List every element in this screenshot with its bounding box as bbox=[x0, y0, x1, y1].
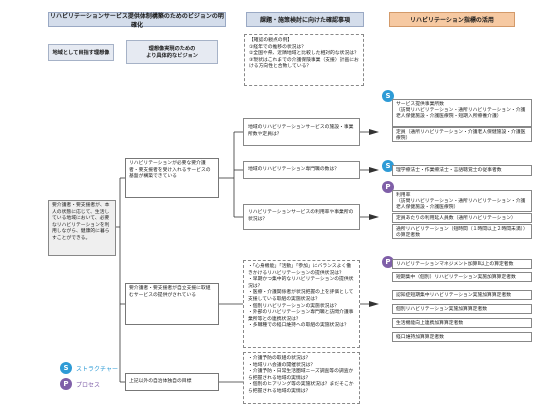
process-badge-icon: P bbox=[382, 181, 394, 193]
subheader-ideal: 地域として目指す理想像 bbox=[48, 44, 114, 61]
check-professionals: 地域のリハビリテーション専門職の数は？ bbox=[243, 161, 360, 179]
legend-process-icon: P bbox=[60, 378, 72, 390]
header-indicators: リハビリテーション指標の活用 bbox=[389, 12, 515, 27]
metric-item: 短期集中（個別）リハビリテーション実施加算算定者数 bbox=[392, 272, 532, 282]
metric-item: 通所リハビリテーション（短時間（１時間以上２時間未満））の算定者数 bbox=[392, 224, 532, 239]
metric-item: 理学療法士・作業療法士・言語聴覚士の従事者数 bbox=[392, 165, 532, 176]
subheader-specific-vision: 理想像実現のための より具体的なビジョン bbox=[126, 40, 218, 64]
legend-structure-label: ストラクチャー bbox=[76, 365, 118, 373]
metric-item: 経口維持加算算定者数 bbox=[392, 332, 532, 342]
metric-item: リハビリテーションマネジメント加算Ⅱ以上の算定者数 bbox=[392, 259, 532, 269]
vision-independence-support: 要介護者・要支援者が自立支援に取組むサービスの提供がされている bbox=[125, 283, 219, 325]
metric-item: 個別リハビリテーション実施加算算定者数 bbox=[392, 304, 532, 314]
check-local-efforts: ・介護予防の取組の状況は？ ・地域リハ会議の開催状況は？ ・介護予防・日常生活圏… bbox=[243, 352, 360, 404]
legend-structure-icon: S bbox=[60, 362, 72, 374]
metric-item: 利用率 （訪問リハビリテーション・通所リハビリテーション・介護老人保健施設・介護… bbox=[392, 190, 532, 212]
ideal-statement: 要介護者・要支援者が、本人の状態に応じて、生活している地域において、必要なリハビ… bbox=[48, 200, 116, 256]
check-usage: リハビリテーションサービスの利用率や事業所の状況は？ bbox=[243, 204, 360, 230]
vision-municipal-goal: 上記以外の自治体独自の目標 bbox=[125, 373, 219, 391]
vision-infrastructure: リハビリテーションが必要な要介護者・要支援者を受け入れるサービスの基盤が構築でき… bbox=[125, 158, 219, 198]
metric-item: 定員（通所リハビリテーション・介護老人保健施設・介護医療院） bbox=[392, 127, 532, 142]
header-checkpoints: 課題・施策検討に向けた確認事項 bbox=[246, 12, 364, 27]
checkpoint-intro: 【確認の観点の例】 ①経年での推移の状況は？ ②全国や県、近隣地域と比較した相対… bbox=[244, 34, 364, 86]
structure-badge-icon: S bbox=[382, 160, 394, 172]
check-service-provision: ・「心身機能」「活動」「参加」にバランスよく働きかけるリハビリテーションの提供状… bbox=[243, 260, 360, 348]
legend-process-label: プロセス bbox=[76, 381, 101, 389]
header-vision: リハビリテーションサービス提供体制構築のためのビジョンの明確化 bbox=[48, 12, 226, 29]
check-facilities: 地域のリハビリテーションサービスの施設・事業所数や定員は？ bbox=[243, 118, 360, 146]
metric-item: サービス提供事業所数 （訪問リハビリテーション・通所リハビリテーション・介護老人… bbox=[392, 99, 532, 127]
metric-item: 定員あたりの利用延人員数（通所リハビリテーション） bbox=[392, 213, 532, 223]
metric-item: 生活機能向上連携加算算定者数 bbox=[392, 318, 532, 328]
metric-item: 認知症短期集中リハビリテーション実施加算算定者数 bbox=[392, 290, 532, 300]
process-badge-icon: P bbox=[382, 256, 394, 268]
structure-badge-icon: S bbox=[382, 90, 394, 102]
